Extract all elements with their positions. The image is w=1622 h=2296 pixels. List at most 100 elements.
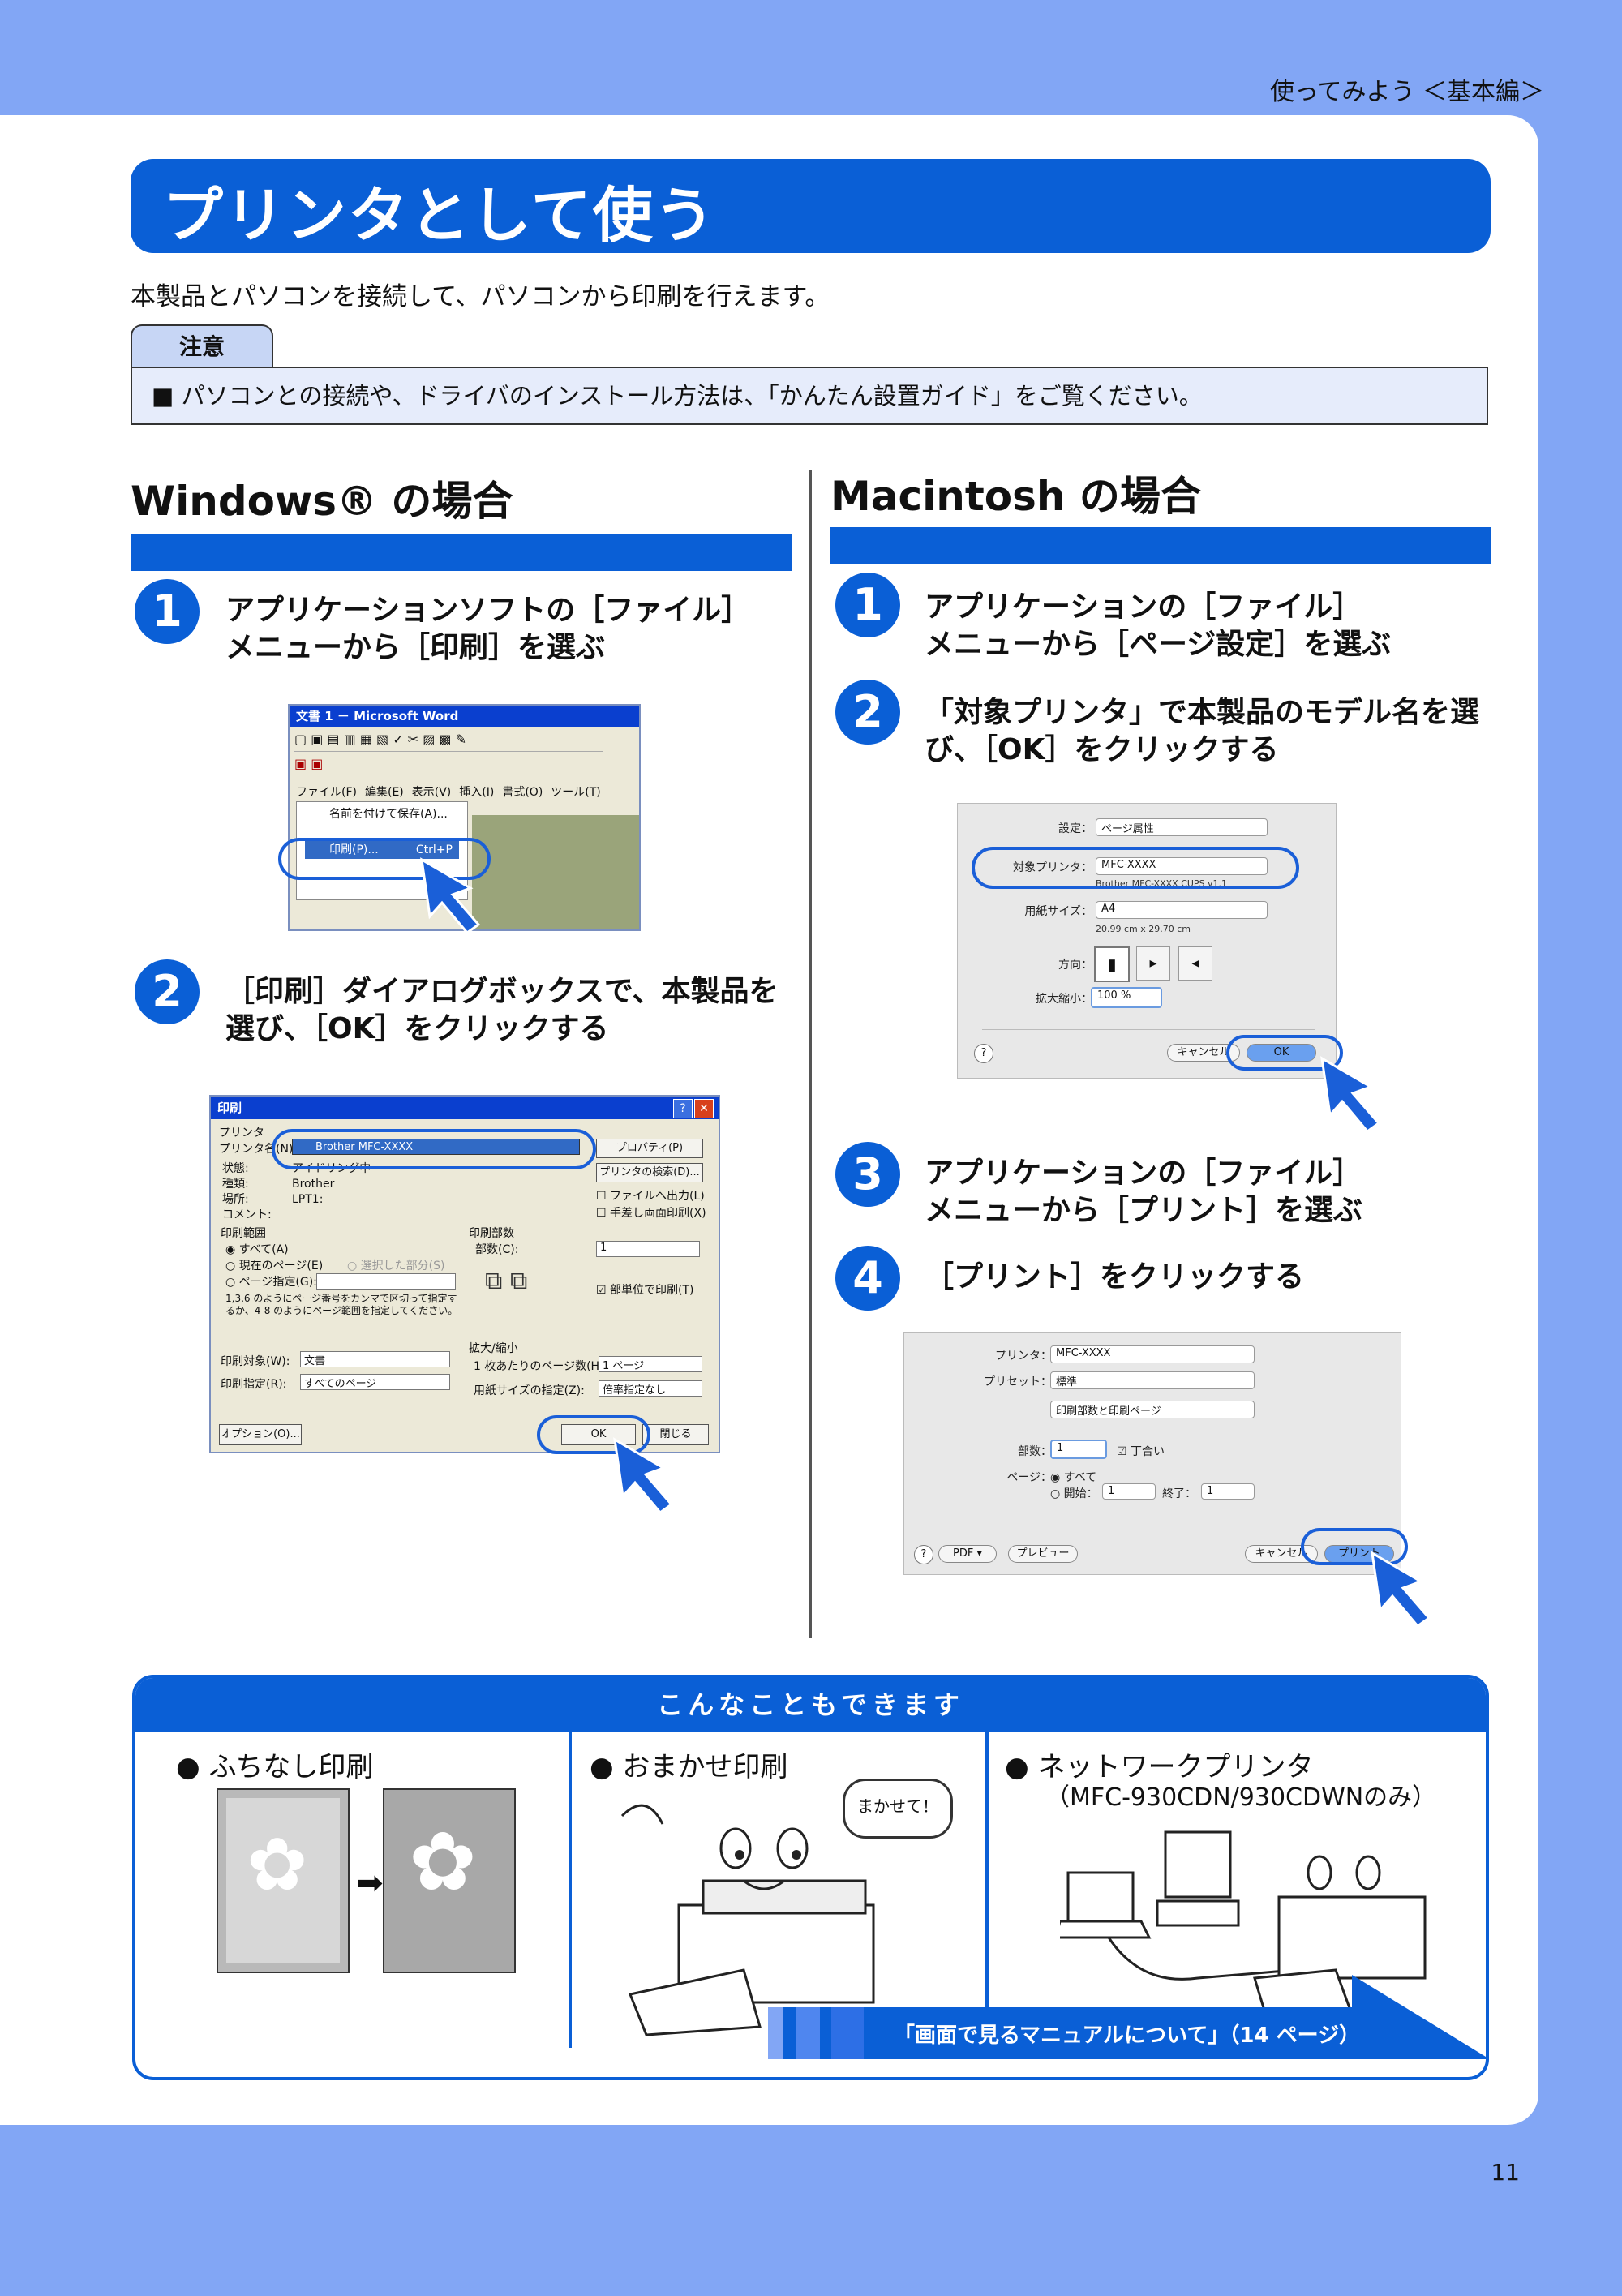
menu-tools[interactable]: ツール(T) [551,786,601,799]
scale-select[interactable]: 倍率指定なし [599,1380,702,1397]
step-line: メニューから［ページ設定］を選ぶ [925,628,1392,661]
mac-section-title: Macintosh の場合 [830,473,1201,520]
step-line: メニューから［プリント］を選ぶ [925,1194,1363,1227]
highlight-ring [272,1129,596,1169]
checkbox-label: ファイルへ出力(L) [610,1190,705,1203]
pdf-button[interactable]: PDF ▾ [938,1545,997,1563]
extras-header: こんなこともできます [135,1678,1486,1732]
copies-input[interactable]: 1 [596,1241,700,1257]
radio-label: 開始： [1063,1487,1098,1500]
print-select[interactable]: すべてのページ [300,1374,450,1390]
preset-select[interactable]: 標準 [1050,1371,1255,1389]
copies-input[interactable]: 1 [1050,1440,1107,1459]
printer-label: プリンタ： [995,1350,1052,1363]
pages-all-radio[interactable]: ◉ すべて [1050,1471,1097,1484]
step-text: アプリケーションの［ファイル］ メニューから［ページ設定］を選ぶ [925,589,1391,663]
scale-input[interactable]: 100 % [1091,987,1162,1008]
pages-range-radio[interactable]: ○ 開始： [1050,1487,1098,1500]
checkbox-label: 丁合い [1131,1445,1165,1458]
word-screenshot: 文書 1 － Microsoft Word ▢ ▣ ▤ ▥ ▦ ▧ ✓ ✂ ▨ … [288,704,641,931]
range-all-radio[interactable]: ◉ すべて(A) [225,1243,289,1256]
radio-label: ページ指定(G): [238,1276,317,1289]
menu-format[interactable]: 書式(O) [502,786,543,799]
help-button[interactable]: ? [914,1545,933,1564]
landscape-reverse-icon[interactable]: ◂ [1178,946,1212,981]
copies-label: 部数(C): [475,1243,519,1256]
auto-print-heading: ● おまかせ印刷 [590,1751,788,1783]
manual-duplex-checkbox[interactable]: ☐ 手差し両面印刷(X) [596,1207,706,1220]
title-banner: プリンタとして使う [131,159,1491,253]
paper-sub: 20.99 cm x 29.70 cm [1096,924,1191,934]
network-printer-note: （MFC-930CDN/930CDWNのみ） [1045,1783,1437,1812]
range-hint: 1,3,6 のようにページ番号をカンマで区切って指定するか、4-8 のようにペー… [225,1293,458,1316]
printer-character-illustration [620,1804,875,2036]
radio-label: すべて(A) [238,1243,289,1256]
help-button[interactable]: ? [974,1044,993,1063]
menu-edit[interactable]: 編集(E) [364,786,404,799]
group-label: 印刷部数 [469,1227,514,1240]
find-printer-button[interactable]: プリンタの検索(D)... [596,1163,703,1182]
manual-reference-link[interactable]: 「画面で見るマニュアルについて」（14 ページ） [894,2023,1361,2048]
status-label: コメント: [222,1208,272,1221]
step-number: 1 [135,579,200,644]
checkbox-label: 手差し両面印刷(X) [610,1207,706,1220]
target-printer-select[interactable]: MFC-XXXX [1096,857,1268,875]
step-number: 2 [835,680,900,745]
cancel-button[interactable]: キャンセル [1167,1044,1240,1062]
preview-button[interactable]: プレビュー [1008,1545,1078,1563]
settings-select[interactable]: ページ属性 [1096,818,1268,836]
running-header: 使ってみよう ＜基本編＞ [1269,78,1544,106]
windows-section-bar [131,534,792,571]
arrow-right-icon: ➡ [356,1865,384,1902]
landscape-icon[interactable]: ▸ [1136,946,1170,981]
to-label: 終了： [1162,1487,1196,1500]
help-icon[interactable]: ? [673,1099,693,1118]
step-line: び、［OK］をクリックする [925,733,1279,766]
status-label: 場所: [222,1193,249,1206]
printer-select[interactable]: Brother MFC-XXXX [292,1139,580,1155]
print-what-label: 印刷対象(W): [221,1355,290,1368]
word-titlebar: 文書 1 － Microsoft Word [290,706,639,727]
step-line: アプリケーションソフトの［ファイル］ [225,594,751,627]
options-button[interactable]: オプション(O)... [219,1424,302,1445]
pages-per-sheet-select[interactable]: 1 ページ [599,1356,702,1372]
range-selection-radio[interactable]: ○ 選択した部分(S) [347,1260,445,1272]
step-line: メニューから［印刷］を選ぶ [225,631,606,664]
close-icon[interactable]: ✕ [694,1099,714,1118]
range-current-radio[interactable]: ○ 現在のページ(E) [225,1260,324,1272]
properties-button[interactable]: プロパティ(P) [596,1139,703,1158]
to-input[interactable]: 1 [1201,1483,1255,1500]
reference-ribbon [768,1975,1486,2059]
print-label: 印刷指定(R): [221,1378,287,1391]
flower-icon: ✿ [409,1814,477,1909]
print-what-select[interactable]: 文書 [300,1351,450,1367]
windows-section-title: Windows® の場合 [131,478,513,525]
document-area [472,815,639,929]
close-button[interactable]: 閉じる [642,1424,709,1445]
collate-checkbox[interactable]: ☑ 部単位で印刷(T) [596,1284,694,1297]
cancel-button[interactable]: キャンセル [1245,1545,1318,1563]
page-range-input[interactable] [316,1273,456,1290]
menu-item-print-label: 印刷(P)... [329,843,379,856]
radio-label: すべて [1063,1471,1097,1484]
menu-view[interactable]: 表示(V) [411,786,452,799]
menu-item-save-as[interactable]: 名前を付けて保存(A)... [329,808,448,821]
step-text: ［プリント］をクリックする [925,1259,1304,1296]
speech-bubble: まかせて！ [843,1779,953,1839]
range-pages-radio[interactable]: ○ ページ指定(G): [225,1276,317,1289]
status-label: 種類: [222,1178,249,1191]
output-to-file-checkbox[interactable]: ☐ ファイルへ出力(L) [596,1190,705,1203]
extras-panel: こんなこともできます ● ふちなし印刷 ✿ ➡ ✿ ● おまかせ印刷 まかせて！… [132,1675,1489,2080]
menu-insert[interactable]: 挿入(I) [459,786,495,799]
pointer-arrow-icon [420,857,481,935]
menu-file[interactable]: ファイル(F) [296,786,357,799]
paper-size-label: 用紙サイズ： [1024,905,1092,918]
step-number: 1 [835,573,900,637]
portrait-icon[interactable]: ▮ [1094,946,1130,982]
from-input[interactable]: 1 [1102,1483,1156,1500]
printer-select[interactable]: MFC-XXXX [1050,1345,1255,1363]
panel-select[interactable]: 印刷部数と印刷ページ [1050,1401,1255,1418]
collate-checkbox[interactable]: ☑ 丁合い [1117,1445,1165,1458]
paper-size-select[interactable]: A4 [1096,901,1268,919]
menu-item-print[interactable]: 印刷(P)... Ctrl+P [305,841,459,859]
